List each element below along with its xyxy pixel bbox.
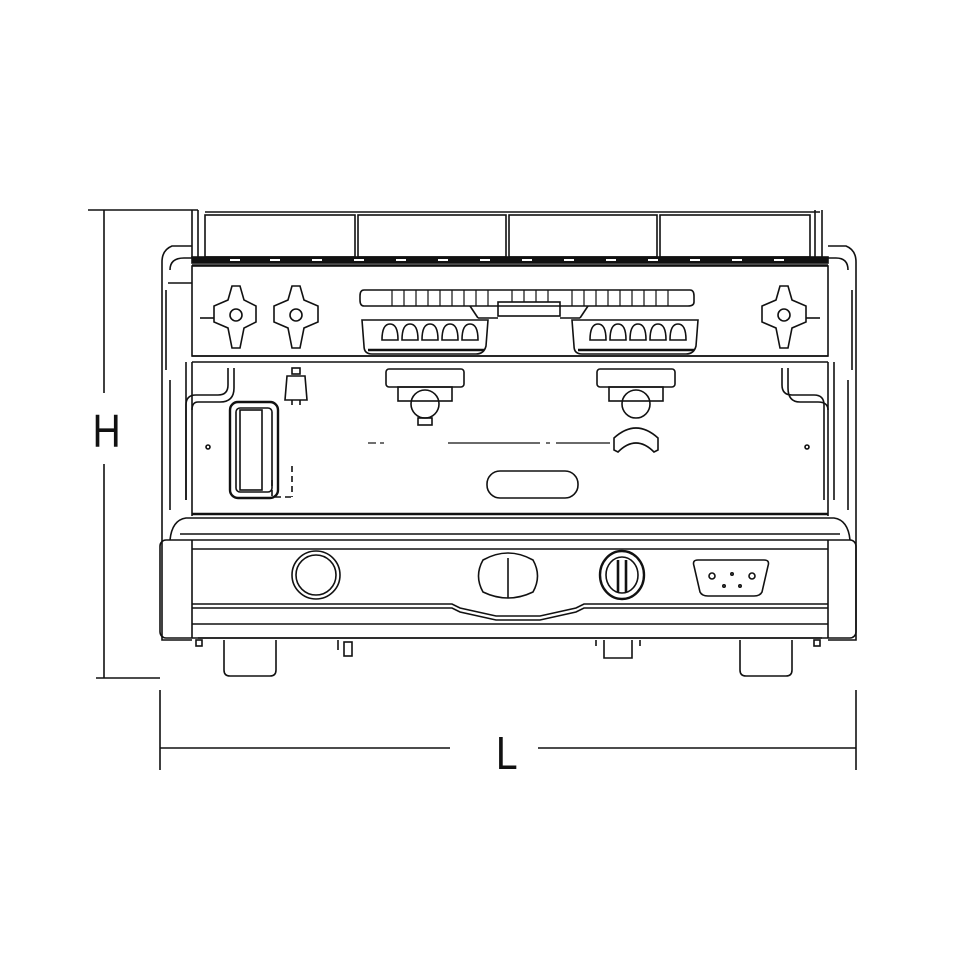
length-dimension-label: L: [495, 727, 518, 779]
upper-band: [168, 265, 829, 363]
rotary-selector: [598, 549, 646, 601]
keypad-right: [571, 319, 699, 355]
logo-slot: [486, 470, 579, 499]
power-switch: [477, 552, 539, 599]
group-head-right: [596, 368, 676, 453]
water-level-gauge: [228, 400, 294, 500]
steam-pipes: [185, 368, 829, 500]
group-head-left: [385, 368, 465, 426]
keypad-left: [361, 319, 489, 355]
height-dimension-label: H: [92, 405, 121, 457]
body-panel: [185, 362, 835, 516]
hot-water-tap: [284, 367, 308, 405]
serial-port: [692, 559, 770, 597]
steam-knob-center-left: [273, 285, 319, 349]
lower-panel: [159, 517, 857, 639]
machine-feet: [195, 639, 821, 677]
display-bar: [359, 289, 695, 319]
cup-warmer: [191, 210, 829, 266]
steam-knob-left: [200, 285, 257, 349]
length-dimension: [159, 690, 857, 770]
side-panels: [161, 245, 857, 641]
front-round-button: [291, 550, 341, 600]
steam-knob-right: [761, 285, 820, 349]
height-dimension: [88, 209, 198, 679]
